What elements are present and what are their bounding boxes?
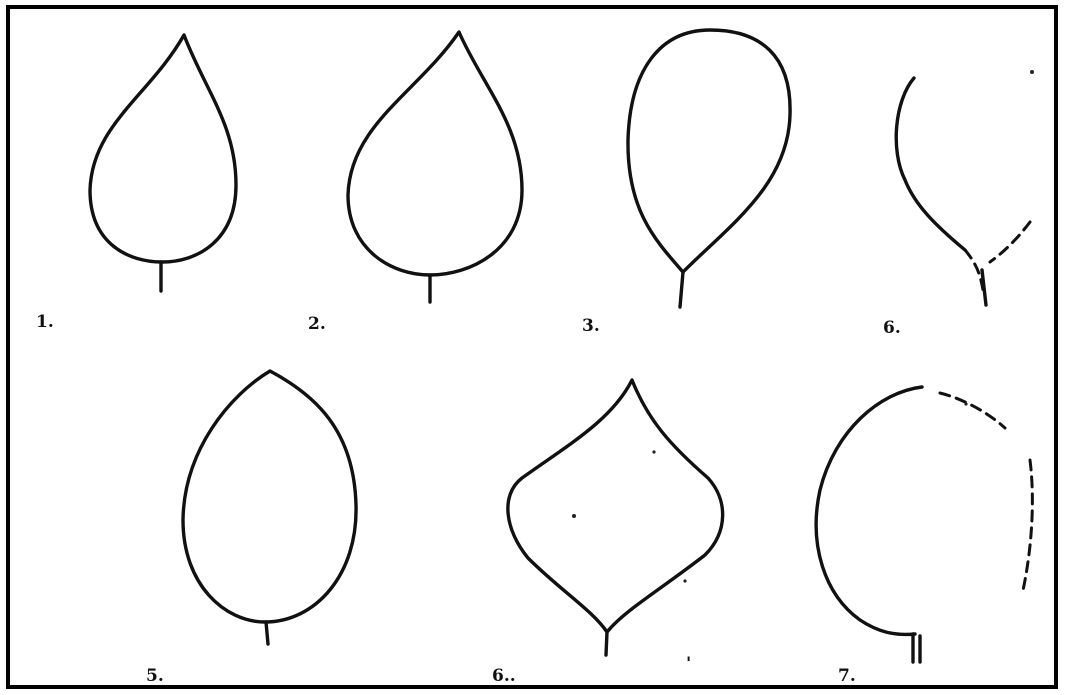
shape-label-4: 6. [883, 320, 901, 337]
leaf-stalk-5 [266, 622, 268, 644]
leaf-stalk-4 [982, 270, 986, 305]
leaf-outline-6 [508, 380, 723, 632]
leaf-outline-4-right-faint [990, 222, 1030, 262]
leaf-shape-5 [183, 371, 356, 644]
shape-label-2: 2. [308, 316, 326, 333]
speck [1030, 70, 1034, 74]
speck [572, 514, 576, 518]
leaf-outline-7-right-faint [1022, 460, 1032, 595]
leaf-shape-6 [508, 380, 723, 655]
shape-label-7: 7. [838, 668, 856, 685]
leaf-stalk-7 [913, 634, 920, 662]
stray-mark: ' [686, 656, 691, 673]
speck [652, 450, 655, 453]
speck [683, 579, 686, 582]
leaf-shape-2 [348, 32, 522, 302]
leaf-shape-4-partial [896, 70, 1034, 305]
leaf-outline-2 [348, 32, 522, 275]
leaf-outline-3 [628, 30, 790, 272]
shape-label-3: 3. [582, 318, 600, 335]
leaf-stalk-3 [680, 272, 683, 307]
shape-label-1: 1. [36, 314, 54, 331]
leaf-shape-3 [628, 30, 790, 307]
leaf-outline-7-top-faint [940, 393, 1005, 428]
shape-label-6: 6.. [492, 668, 516, 685]
shape-label-5: 5. [146, 668, 164, 685]
leaf-outline-1 [90, 35, 236, 262]
leaf-outline-5 [183, 371, 356, 622]
leaf-outline-4 [896, 78, 965, 250]
leaf-outline-7 [816, 387, 922, 634]
leaf-stalk-6 [606, 632, 607, 655]
leaf-shape-7-partial [816, 387, 1032, 662]
speck [964, 402, 967, 405]
leaf-shape-1 [90, 35, 236, 291]
